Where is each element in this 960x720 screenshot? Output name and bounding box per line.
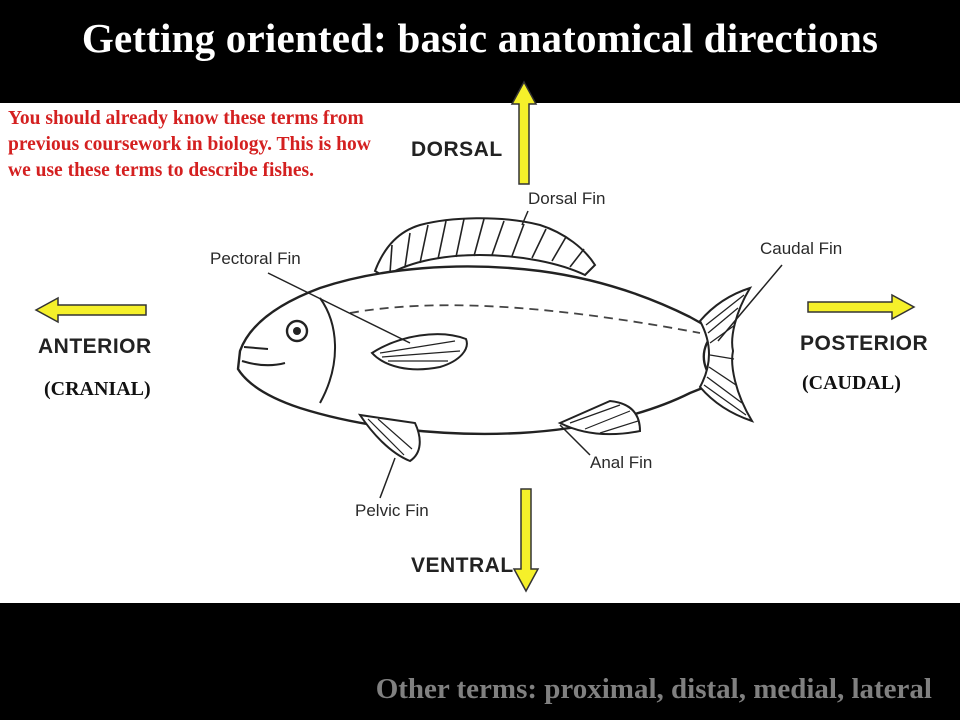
pelvic-fin-leader — [379, 457, 396, 499]
pelvic-fin-shape — [357, 413, 421, 463]
note-text: You should already know these terms from… — [8, 108, 371, 181]
caudal-fin-leader — [717, 264, 783, 342]
label-pelvic-fin: Pelvic Fin — [355, 501, 429, 520]
dorsal-arrow-shape — [510, 80, 538, 185]
label-anterior: ANTERIOR — [38, 335, 152, 358]
posterior-arrow-shape — [807, 293, 916, 321]
pectoral-fin-leader — [267, 272, 411, 344]
label-cranial: (CRANIAL) — [44, 378, 151, 400]
anal-fin-leader — [559, 424, 591, 456]
caudal-fin-shape — [698, 286, 755, 423]
posterior-arrow-icon — [807, 293, 916, 321]
dorsal-fin-shape — [373, 217, 597, 279]
label-pectoral-fin: Pectoral Fin — [210, 249, 301, 268]
fish-body — [236, 265, 717, 436]
label-posterior: POSTERIOR — [800, 332, 929, 355]
fish-diagram — [236, 210, 783, 499]
label-ventral: VENTRAL — [411, 554, 514, 577]
ventral-arrow-shape — [512, 488, 540, 593]
label-dorsal-fin: Dorsal Fin — [528, 189, 606, 208]
anterior-arrow-icon — [34, 296, 147, 324]
label-anal-fin: Anal Fin — [590, 453, 653, 472]
footer-text: Other terms: proximal, distal, medial, l… — [375, 673, 932, 705]
slide-title: Getting oriented: basic anatomical direc… — [81, 15, 879, 61]
anal-fin-shape — [557, 399, 642, 436]
dorsal-fin-leader — [521, 210, 529, 226]
diagram-panel: You should already know these terms from… — [0, 103, 960, 603]
anterior-arrow-shape — [34, 296, 147, 324]
label-caudal-fin: Caudal Fin — [760, 239, 843, 258]
label-dorsal: DORSAL — [411, 138, 503, 161]
ventral-arrow-icon — [512, 488, 540, 593]
dorsal-arrow-icon — [510, 80, 538, 185]
label-caudal: (CAUDAL) — [802, 372, 901, 394]
